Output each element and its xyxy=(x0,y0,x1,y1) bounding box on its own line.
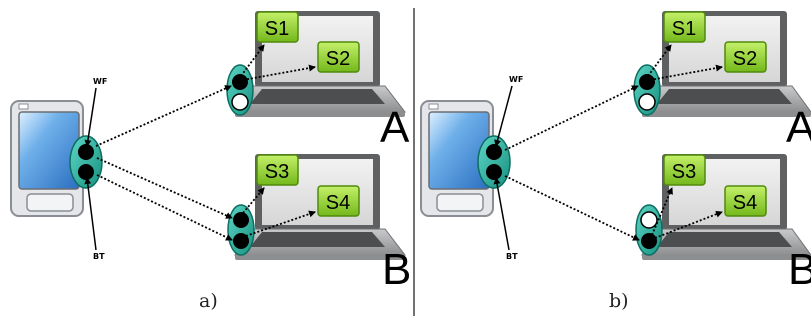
wifi-label: WF xyxy=(93,77,107,86)
link-bt-to-b xyxy=(504,175,640,241)
service-s2: S2 xyxy=(317,41,360,73)
laptop-b-interface xyxy=(227,204,255,256)
wifi-label: WF xyxy=(509,75,523,84)
wifi-port xyxy=(233,212,249,228)
svg-text:S3: S3 xyxy=(265,161,289,183)
svg-text:S2: S2 xyxy=(733,48,757,70)
bluetooth-port xyxy=(641,233,657,249)
laptop-b-interface xyxy=(635,204,663,256)
svg-text:S4: S4 xyxy=(326,192,350,214)
service-s1: S1 xyxy=(256,11,299,43)
laptop-b-label: B xyxy=(788,245,811,294)
wifi-port xyxy=(639,74,655,90)
panel-a: WF BT S1 S2 A xyxy=(10,11,411,312)
service-s3: S3 xyxy=(256,154,299,186)
phone-interface xyxy=(477,135,511,189)
bluetooth-port-off xyxy=(638,93,656,111)
svg-text:S4: S4 xyxy=(733,192,757,214)
link-bt-to-b-2 xyxy=(96,174,233,241)
svg-text:S3: S3 xyxy=(672,161,696,183)
svg-text:S1: S1 xyxy=(265,18,289,40)
svg-text:S1: S1 xyxy=(672,18,696,40)
laptop-a-label: A xyxy=(380,103,410,152)
wifi-port xyxy=(78,144,94,160)
laptop-a-interface xyxy=(633,64,661,116)
laptop-a-interface xyxy=(226,64,254,116)
service-s2: S2 xyxy=(724,41,767,73)
wifi-port xyxy=(486,144,502,160)
bluetooth-label: BT xyxy=(93,252,105,261)
svg-text:S2: S2 xyxy=(326,48,350,70)
link-wf-to-a xyxy=(504,85,639,151)
wifi-port-off xyxy=(640,211,658,229)
link-bt-to-b-1 xyxy=(96,157,233,219)
bluetooth-port-off xyxy=(231,93,249,111)
bluetooth-port xyxy=(486,164,502,180)
laptop-a-label: A xyxy=(786,103,811,152)
service-s4: S4 xyxy=(724,185,767,217)
bluetooth-port xyxy=(78,164,94,180)
service-s1: S1 xyxy=(663,11,706,43)
panel-caption: a) xyxy=(199,290,218,312)
phone xyxy=(10,100,84,217)
panel-caption: b) xyxy=(609,290,629,312)
phone-interface xyxy=(69,135,103,189)
link-wf-to-a xyxy=(95,85,232,147)
service-s3: S3 xyxy=(663,154,706,186)
wifi-port xyxy=(232,74,248,90)
panel-b: WF BT S1 S2 A xyxy=(420,11,811,312)
bluetooth-port xyxy=(233,233,249,249)
laptop-b-label: B xyxy=(382,245,411,294)
service-s4: S4 xyxy=(317,185,360,217)
bluetooth-label: BT xyxy=(506,252,518,261)
phone xyxy=(420,100,494,217)
